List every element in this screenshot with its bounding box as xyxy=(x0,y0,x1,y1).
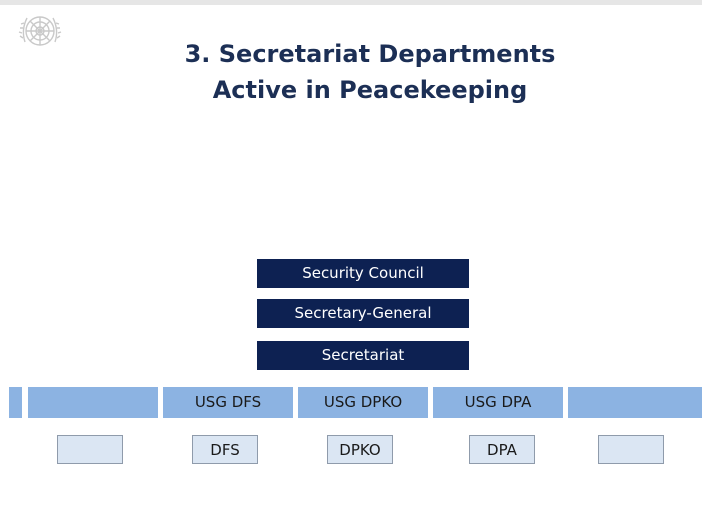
secretariat-box: Secretariat xyxy=(257,341,469,370)
security-council-box: Security Council xyxy=(257,259,469,288)
department-box-empty-right xyxy=(598,435,664,464)
dpa-box: DPA xyxy=(469,435,535,464)
title-line-1: 3. Secretariat Departments xyxy=(184,40,556,68)
usg-bar-empty-right xyxy=(568,387,702,418)
usg-bar-empty-left xyxy=(28,387,158,418)
usg-dfs-bar: USG DFS xyxy=(163,387,293,418)
secretary-general-box: Secretary-General xyxy=(257,299,469,328)
usg-bar-edge-left xyxy=(9,387,22,418)
usg-dpa-bar: USG DPA xyxy=(433,387,563,418)
un-emblem-icon xyxy=(18,16,62,46)
department-box-empty-left xyxy=(57,435,123,464)
usg-dpko-bar: USG DPKO xyxy=(298,387,428,418)
page-title: 3. Secretariat Departments Active in Pea… xyxy=(120,36,620,108)
top-strip xyxy=(0,0,702,5)
dfs-box: DFS xyxy=(192,435,258,464)
dpko-box: DPKO xyxy=(327,435,393,464)
title-line-2: Active in Peacekeeping xyxy=(212,76,528,104)
